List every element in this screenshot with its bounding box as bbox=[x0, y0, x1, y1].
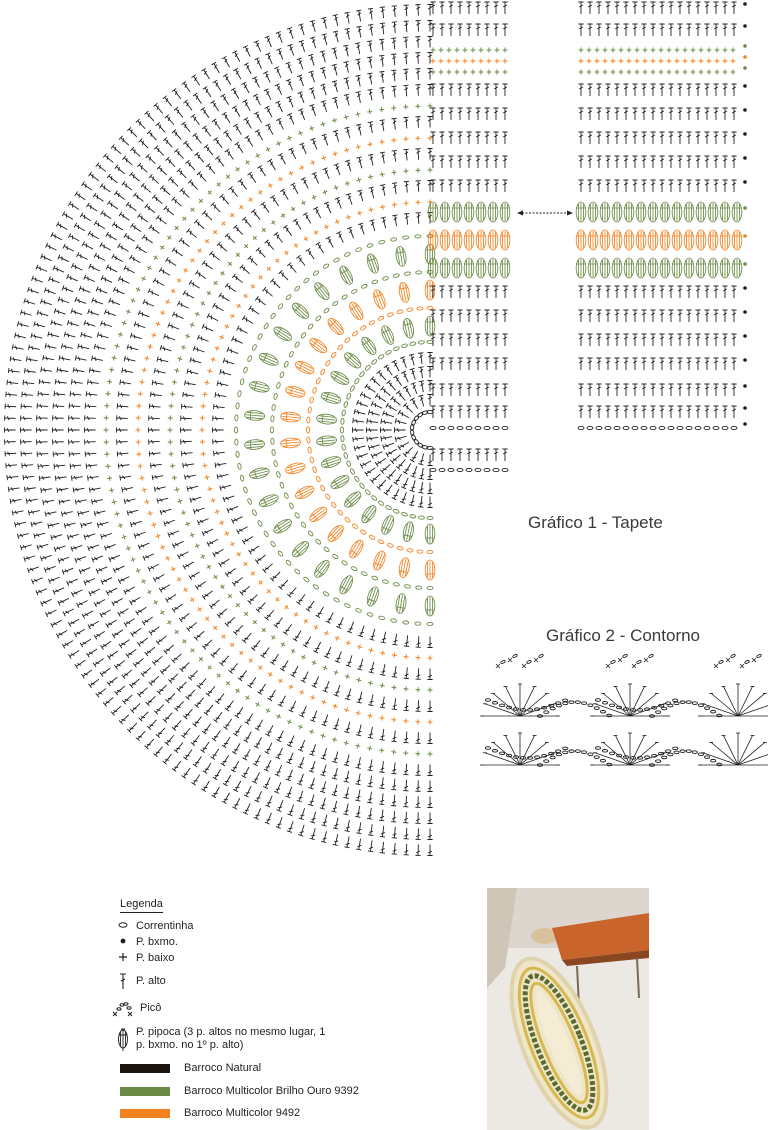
legend-item-chain: Correntinha bbox=[110, 920, 193, 934]
legend-item-popcorn: P. pipoca (3 p. altos no mesmo lugar, 1 … bbox=[110, 1026, 336, 1056]
legend-color-natural: Barroco Natural bbox=[110, 1062, 261, 1075]
legend-color-orange: Barroco Multicolor 9492 bbox=[110, 1107, 300, 1120]
legend-item-single-crochet: P. baixo bbox=[110, 952, 174, 966]
slip-stitch-icon bbox=[110, 936, 136, 950]
legend-label: Picô bbox=[140, 1002, 162, 1014]
legend-label: Barroco Natural bbox=[184, 1062, 262, 1074]
legend-label: Correntinha bbox=[136, 920, 194, 932]
rug-semicircle-chart bbox=[4, 4, 436, 856]
rug-right-strip-chart bbox=[575, 1, 747, 431]
legend-item-slip-stitch: P. bxmo. bbox=[110, 936, 178, 950]
legend-label: Barroco Multicolor Brilho Ouro 9392 bbox=[184, 1085, 359, 1097]
double-crochet-icon bbox=[110, 972, 136, 994]
continuation-arrow bbox=[517, 210, 573, 216]
finished-rug-photo bbox=[487, 888, 649, 1130]
picot-icon bbox=[110, 999, 136, 1021]
chart1-title: Gráfico 1 - Tapete bbox=[528, 513, 663, 532]
single-crochet-icon bbox=[110, 952, 136, 966]
popcorn-stitch-icon bbox=[110, 1026, 136, 1056]
legend-label: Barroco Multicolor 9492 bbox=[184, 1107, 301, 1119]
color-swatch bbox=[120, 1109, 170, 1118]
legend-label: P. bxmo. bbox=[136, 936, 178, 948]
legend-color-green: Barroco Multicolor Brilho Ouro 9392 bbox=[110, 1085, 359, 1098]
color-swatch bbox=[120, 1087, 170, 1096]
rug-left-strip-chart bbox=[427, 1, 511, 473]
legend-label: P. baixo bbox=[136, 952, 175, 964]
legend-heading: Legenda bbox=[120, 898, 163, 913]
chain-stitch-icon bbox=[110, 920, 136, 934]
border-chart bbox=[480, 653, 768, 767]
chart2-title: Gráfico 2 - Contorno bbox=[546, 626, 701, 645]
legend-item-picot: Picô bbox=[110, 999, 161, 1021]
color-swatch bbox=[120, 1064, 170, 1073]
legend-label: P. pipoca (3 p. altos no mesmo lugar, 1 … bbox=[136, 1026, 326, 1051]
legend-label: P. alto bbox=[136, 975, 166, 987]
legend-item-double-crochet: P. alto bbox=[110, 972, 166, 994]
